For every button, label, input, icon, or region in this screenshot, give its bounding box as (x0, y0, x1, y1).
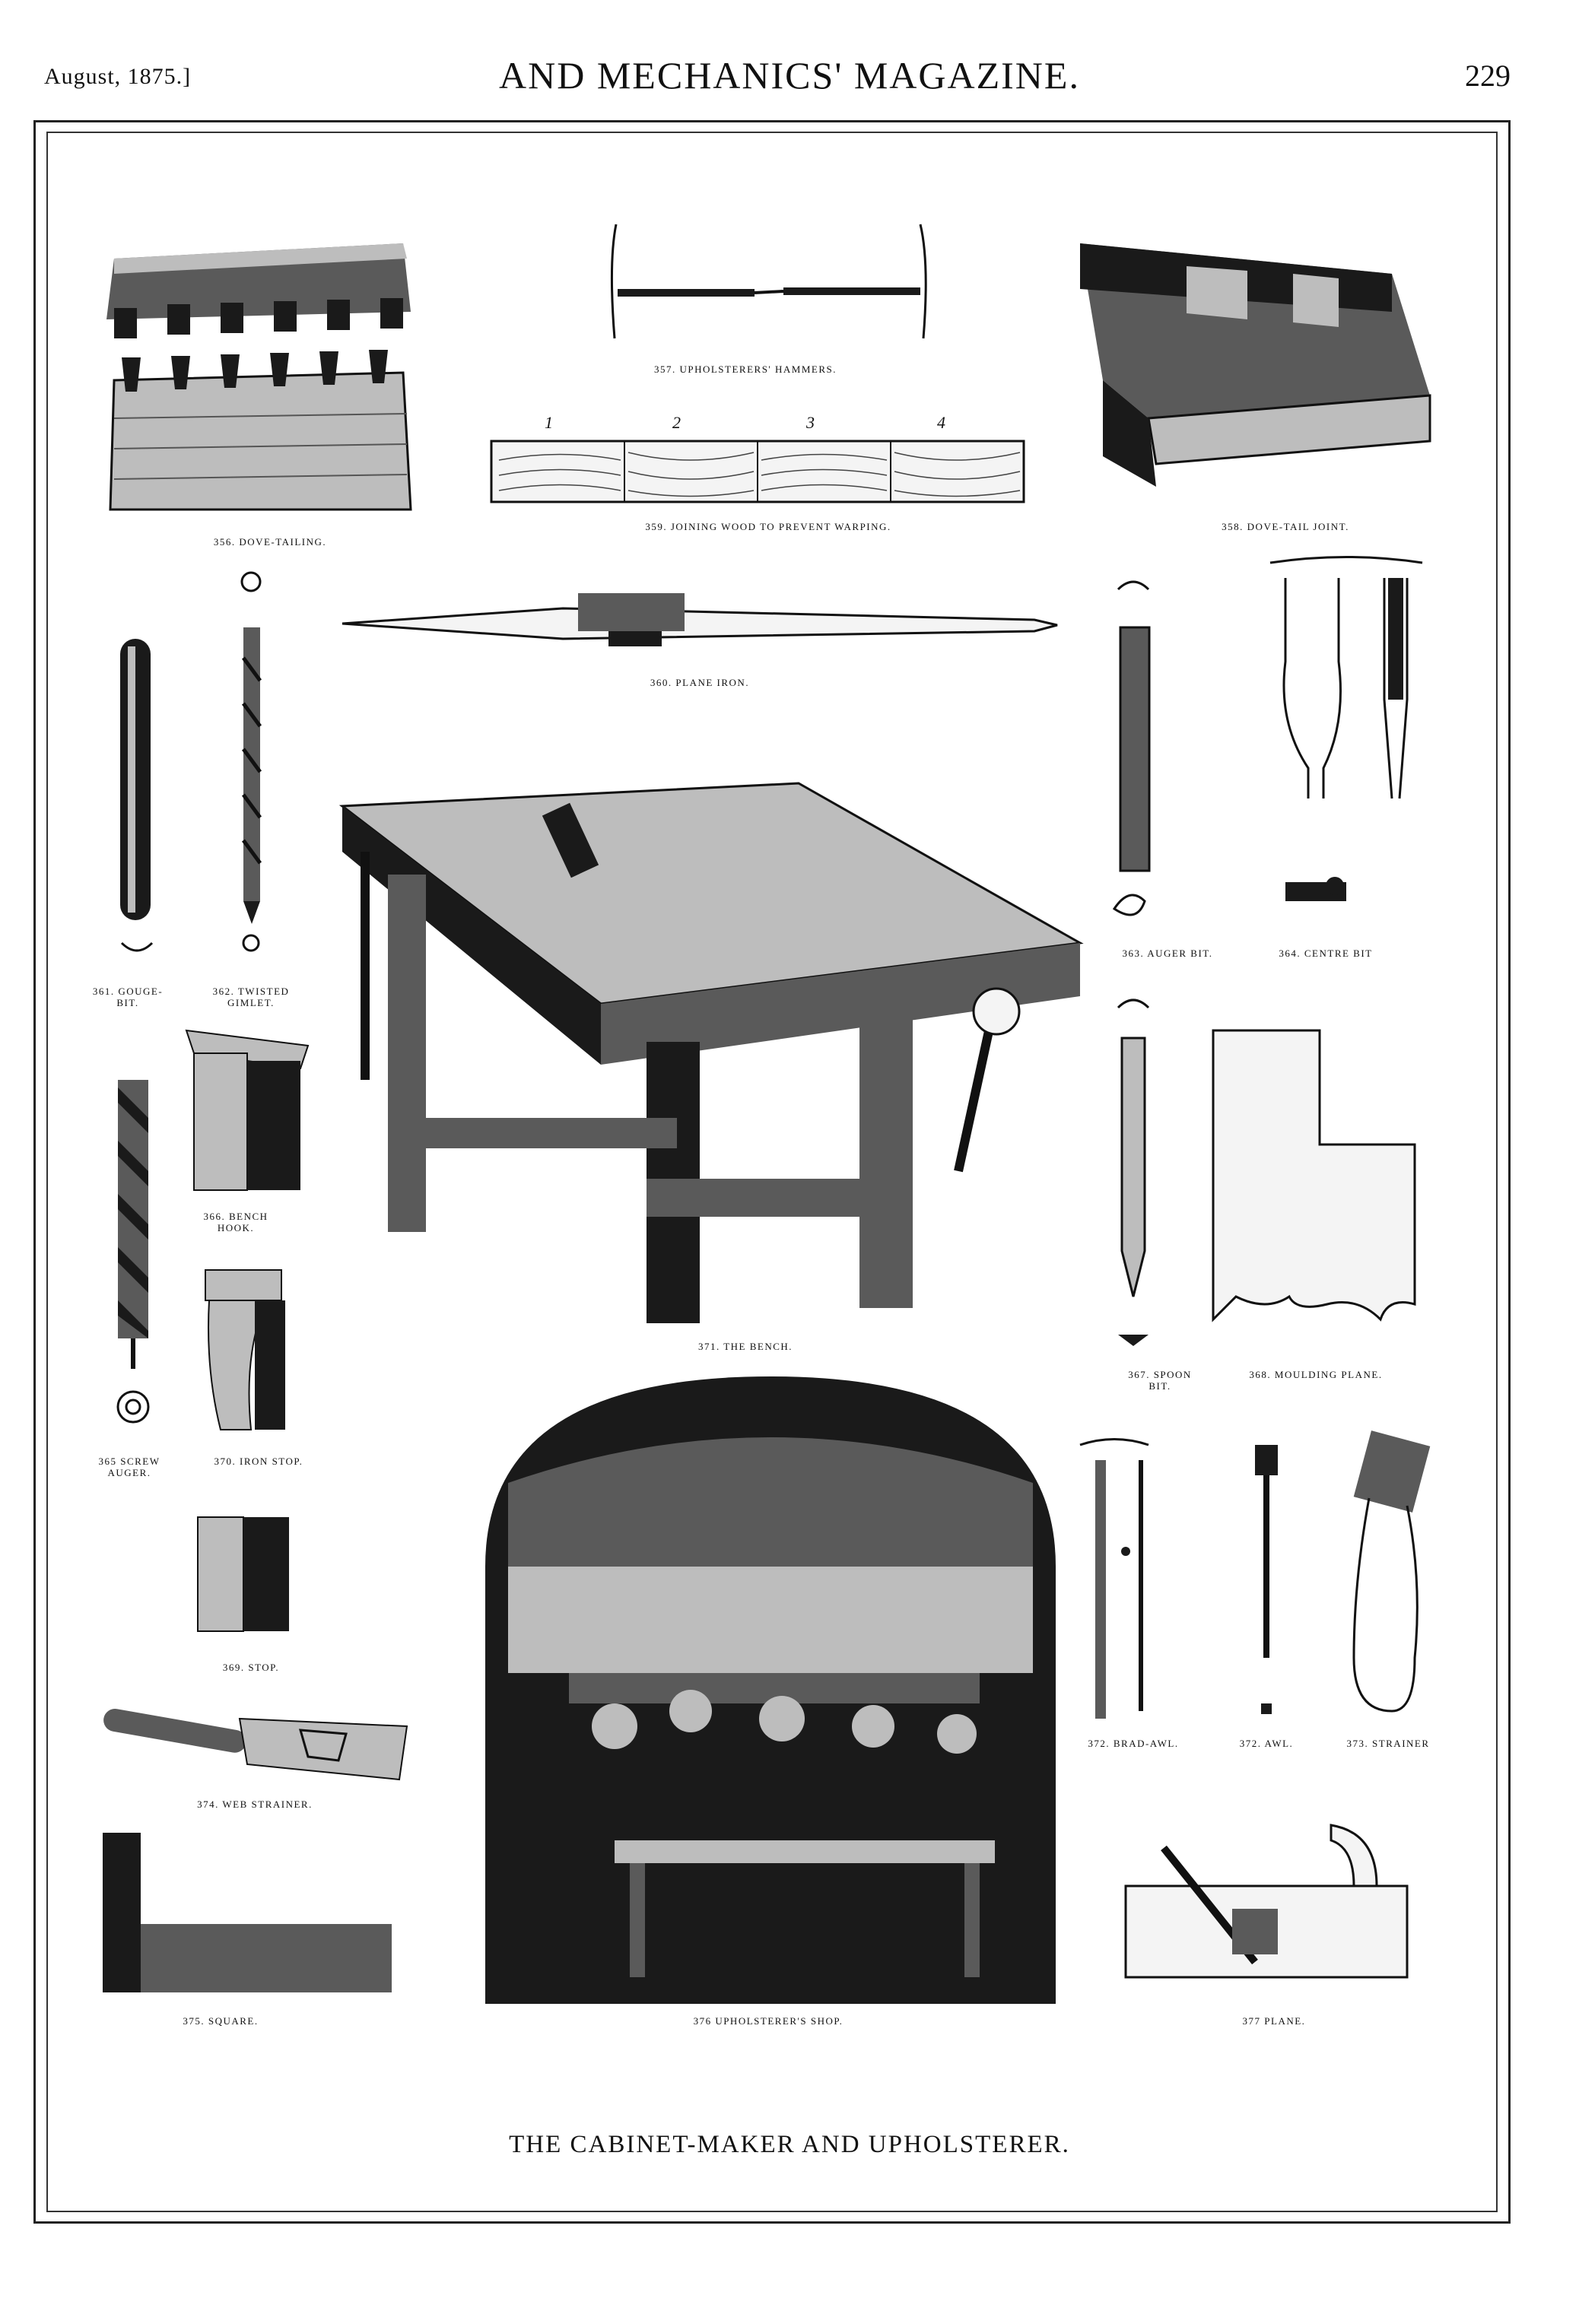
awl-illustration (1255, 1445, 1278, 1714)
joining-mark-2: 2 (672, 413, 682, 432)
caption-375: 375. SQUARE. (183, 2015, 259, 2027)
moulding-plane-illustration (1212, 1029, 1416, 1322)
spoon-bit-illustration (1117, 998, 1150, 1346)
caption-373: 373. STRAINER (1346, 1738, 1430, 1749)
caption-377: 377 PLANE. (1242, 2015, 1306, 2027)
dove-tailing-illustration (106, 243, 412, 511)
workbench-illustration (338, 782, 1084, 1323)
caption-370: 370. IRON STOP. (214, 1456, 303, 1467)
square-illustration (103, 1833, 392, 1992)
plate-title: THE CABINET-MAKER AND UPHOLSTERER. (509, 2131, 1070, 2158)
joining-mark-4: 4 (937, 413, 947, 432)
caption-363: 363. AUGER BIT. (1122, 948, 1213, 959)
joining-wood-illustration (490, 440, 1025, 503)
upholsterers-shop-illustration (485, 1376, 1056, 2004)
caption-358: 358. DOVE-TAIL JOINT. (1222, 521, 1349, 532)
caption-372a: 372. BRAD-AWL. (1088, 1738, 1179, 1749)
auger-bit-illustration (1112, 580, 1151, 916)
caption-357: 357. UPHOLSTERERS' HAMMERS. (653, 364, 837, 375)
strainer-illustration (1352, 1430, 1431, 1713)
joining-mark-1: 1 (545, 413, 554, 432)
upholsterers-hammers-illustration (610, 224, 927, 339)
plane-illustration (1124, 1824, 1409, 1979)
caption-365: 365 SCREW AUGER. (98, 1456, 160, 1478)
caption-368: 368. MOULDING PLANE. (1249, 1369, 1383, 1380)
stop-illustration (197, 1516, 289, 1632)
caption-372b: 372. AWL. (1239, 1738, 1294, 1749)
bench-hook-illustration (185, 1029, 310, 1191)
caption-360: 360. PLANE IRON. (650, 677, 750, 688)
caption-362: 362. TWISTED GIMLET. (212, 986, 290, 1008)
web-strainer-illustration (103, 1708, 408, 1781)
caption-367: 367. SPOON BIT. (1128, 1369, 1192, 1392)
caption-374: 374. WEB STRAINER. (197, 1799, 313, 1810)
screw-auger-illustration (116, 1080, 150, 1424)
page-number: 229 (1465, 59, 1511, 93)
plate-frame (33, 120, 1511, 2224)
plane-iron-illustration (342, 593, 1058, 646)
caption-369: 369. STOP. (222, 1662, 280, 1673)
twisted-gimlet-illustration (240, 571, 262, 952)
centre-bit-illustration (1269, 556, 1423, 901)
dove-tail-joint-illustration (1080, 243, 1431, 487)
caption-366: 366. BENCH HOOK. (203, 1211, 268, 1233)
header-date: August, 1875.] (44, 64, 192, 89)
caption-364: 364. CENTRE BIT (1279, 948, 1373, 959)
caption-356: 356. DOVE-TAILING. (213, 536, 327, 548)
caption-376: 376 UPHOLSTERER'S SHOP. (693, 2015, 844, 2027)
caption-359: 359. JOINING WOOD TO PREVENT WARPING. (645, 521, 891, 532)
brad-awl-illustration (1079, 1438, 1149, 1719)
iron-stop-illustration (205, 1269, 285, 1430)
joining-mark-3: 3 (806, 413, 816, 432)
gouge-bit-illustration (120, 639, 154, 952)
header-title: AND MECHANICS' MAGAZINE. (499, 54, 1080, 97)
caption-361: 361. GOUGE- BIT. (92, 986, 164, 1008)
caption-371: 371. THE BENCH. (697, 1341, 793, 1352)
